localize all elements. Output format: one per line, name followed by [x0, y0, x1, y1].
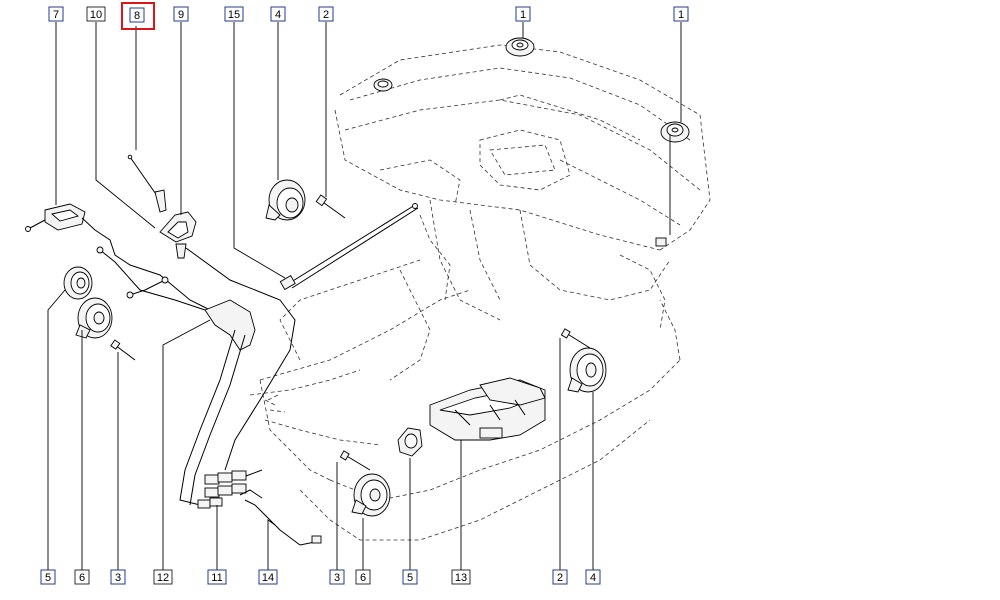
wiring-harness: [96, 246, 206, 311]
screw-rear-left: [110, 339, 136, 361]
callout-5-b-text: 5: [407, 572, 413, 584]
aerial-whip: [127, 154, 167, 213]
callout-14-text: 14: [262, 572, 274, 584]
callout-7: 7: [48, 6, 64, 22]
door-speaker-right: [567, 347, 607, 393]
callout-13: 13: [451, 569, 471, 585]
antenna-amplifier-module: [25, 203, 211, 311]
tweeter-speaker-right: [660, 121, 690, 143]
head-unit-module: [429, 377, 546, 441]
callout-15: 15: [224, 6, 244, 22]
highlight-frame: [121, 2, 155, 30]
screw-right: [560, 328, 591, 349]
callout-4-top-text: 4: [275, 9, 281, 21]
callout-10: 10: [86, 6, 106, 22]
callout-4-top: 4: [270, 6, 286, 22]
callout-9-text: 9: [178, 9, 184, 21]
callout-1-top-b: 1: [673, 6, 689, 22]
leader-lines: [47, 22, 682, 570]
callout-4-bottom: 4: [585, 569, 601, 585]
callout-8-highlighted: 8: [121, 2, 155, 30]
callout-11: 11: [207, 569, 227, 585]
callout-5-bottom-b: 5: [402, 569, 418, 585]
tweeter-lower-center: [397, 427, 423, 457]
callout-3-bottom-b: 3: [329, 569, 345, 585]
dashboard-connector: [655, 237, 667, 247]
screw-lower-center: [339, 450, 371, 471]
callout-8-text: 8: [134, 10, 140, 22]
tweeter-speaker-top: [505, 37, 535, 57]
callout-5-a-text: 5: [45, 572, 51, 584]
callout-3-a-text: 3: [115, 572, 121, 584]
screw-upper: [315, 194, 346, 219]
callout-3-bottom-a: 3: [110, 569, 126, 585]
callout-1-a-text: 1: [520, 9, 526, 21]
cable-loom: [179, 247, 296, 506]
callout-1-top-a: 1: [515, 6, 531, 22]
speaker-rear-left: [75, 297, 113, 339]
callout-15-text: 15: [228, 9, 240, 21]
callout-12-text: 12: [157, 572, 169, 584]
callout-7-text: 7: [53, 9, 59, 21]
aux-cable: [239, 489, 322, 546]
callout-4-bottom-text: 4: [590, 572, 596, 584]
callout-6-bottom-b: 6: [355, 569, 371, 585]
callout-3-b-text: 3: [334, 572, 340, 584]
callout-14: 14: [258, 569, 278, 585]
callout-1-b-text: 1: [678, 9, 684, 21]
callout-11-text: 11: [211, 572, 222, 584]
callout-13-text: 13: [455, 572, 467, 584]
tweeter-speaker-left: [373, 78, 393, 92]
dashboard-outline: [334, 44, 711, 331]
door-speaker-upper: [265, 179, 306, 221]
tweeter-rear-left: [63, 266, 93, 300]
floor-console-outline: [249, 259, 681, 541]
callout-2-bottom-text: 2: [557, 572, 563, 584]
callout-2-bottom: 2: [552, 569, 568, 585]
callout-6-a-text: 6: [79, 572, 85, 584]
callout-2-top-text: 2: [323, 9, 329, 21]
antenna-base: [159, 211, 197, 259]
callout-6-b-text: 6: [360, 572, 366, 584]
callout-labels: 7 10 8 9 15 4 2 1: [40, 2, 689, 585]
callout-9: 9: [173, 6, 189, 22]
speaker-lower-center: [351, 473, 391, 517]
callout-5-bottom-a: 5: [40, 569, 56, 585]
connector-block: [197, 469, 263, 509]
callout-2-top: 2: [318, 6, 334, 22]
antenna-rod: [279, 203, 419, 291]
callout-10-text: 10: [90, 9, 102, 21]
callout-12: 12: [153, 569, 173, 585]
callout-6-bottom-a: 6: [74, 569, 90, 585]
